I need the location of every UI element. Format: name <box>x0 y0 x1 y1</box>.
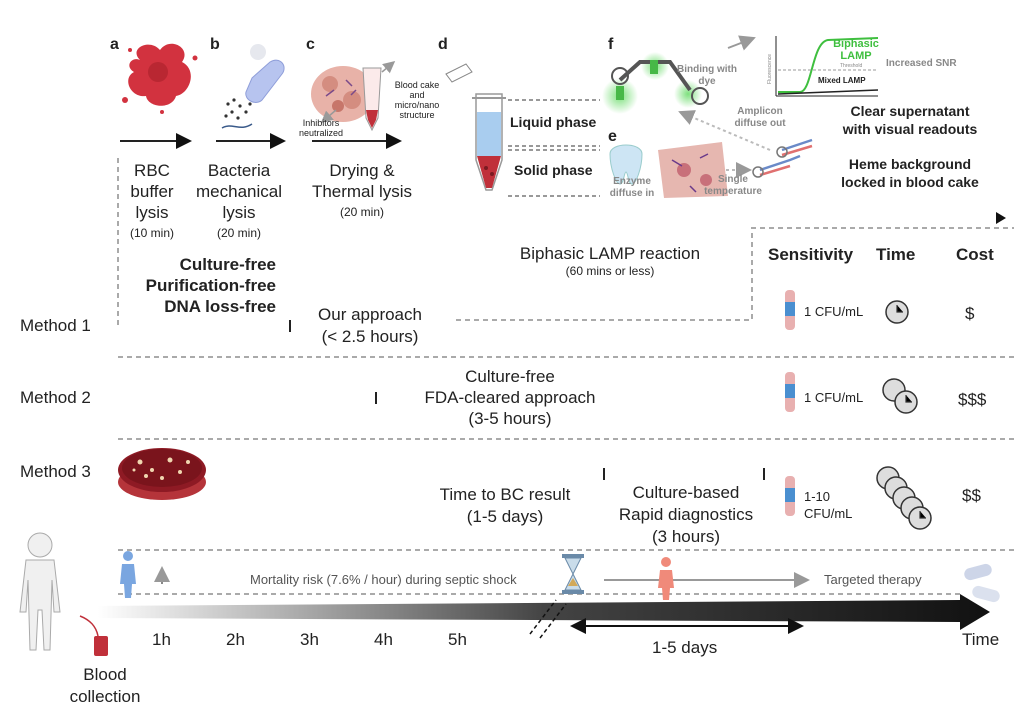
blood-bag-icon <box>79 615 108 656</box>
method2-sensitivity: 1 CFU/mL <box>804 390 864 405</box>
liquid-phase-label: Liquid phase <box>510 114 597 130</box>
panel-label-c: c <box>306 36 315 53</box>
panel-label-d: d <box>438 36 448 53</box>
phase-brackets <box>508 99 600 197</box>
solid-phase-label: Solid phase <box>514 162 593 178</box>
biphasic-curve-plot <box>775 36 879 97</box>
lamp-tube-icon <box>445 63 506 191</box>
sensitivity-header: Sensitivity <box>768 245 854 264</box>
panel-label-a: a <box>110 36 119 53</box>
mortality-label: Mortality risk (7.6% / hour) during sept… <box>250 572 517 587</box>
patient-red-icon <box>658 557 674 600</box>
dashed-guides <box>117 158 1014 595</box>
hourglass-icon <box>562 554 584 594</box>
targeted-therapy-label: Targeted therapy <box>824 572 922 587</box>
hour-1h: 1h <box>152 630 171 649</box>
our-approach-label: Our approach(< 2.5 hours) <box>318 305 422 346</box>
method2-label: Method 2 <box>20 388 91 407</box>
method3-bc-desc: Time to BC result(1-5 days) <box>439 485 571 526</box>
hour-2h: 2h <box>226 630 245 649</box>
time-axis-label: Time <box>962 630 1000 649</box>
amplicon-arrow <box>678 110 771 151</box>
pills-icon <box>964 563 1000 603</box>
method1-sensitivity: 1 CFU/mL <box>804 304 864 319</box>
panel-label-f: f <box>608 36 614 53</box>
clock-icons <box>876 300 932 530</box>
patient-blue-icon <box>120 551 136 598</box>
method3-label: Method 3 <box>20 462 91 481</box>
amplicon-strands-icon <box>752 138 813 178</box>
rbc-cluster-icon <box>122 43 198 114</box>
blood-cake-icon <box>311 61 396 132</box>
hour-3h: 3h <box>300 630 319 649</box>
fluorescence-axis-label: Fluorescence <box>767 53 774 85</box>
cost-header: Cost <box>956 245 994 264</box>
hour-5h: 5h <box>448 630 467 649</box>
hour-4h: 4h <box>374 630 393 649</box>
snr-label: Increased SNR <box>886 58 957 69</box>
days-label: 1-5 days <box>652 638 718 657</box>
timeline-arrow <box>98 594 990 630</box>
bead-beater-icon <box>221 44 285 129</box>
mixed-lamp-legend: Mixed LAMP <box>818 76 866 85</box>
patient-icon <box>19 532 61 651</box>
method2-cost: $$$ <box>958 390 987 409</box>
method1-cost: $ <box>965 304 975 323</box>
method3-cost: $$ <box>962 486 981 505</box>
threshold-label: Threshold <box>840 63 863 69</box>
step-drying: Drying &Thermal lysis (20 min) <box>311 161 413 219</box>
petri-dish-icon <box>118 448 206 500</box>
panel-label-e: e <box>608 128 617 145</box>
sample-tubes <box>785 290 795 516</box>
reaction-label: Biphasic LAMP reaction (60 mins or less) <box>519 244 701 278</box>
panel-label-b: b <box>210 36 220 53</box>
enzyme-tooth-icon <box>609 144 643 185</box>
method1-label: Method 1 <box>20 316 91 335</box>
blood-cake-e-icon <box>658 142 752 198</box>
time-break-lines <box>529 599 567 639</box>
dye-binding-icon <box>602 35 756 114</box>
time-header: Time <box>876 245 916 264</box>
